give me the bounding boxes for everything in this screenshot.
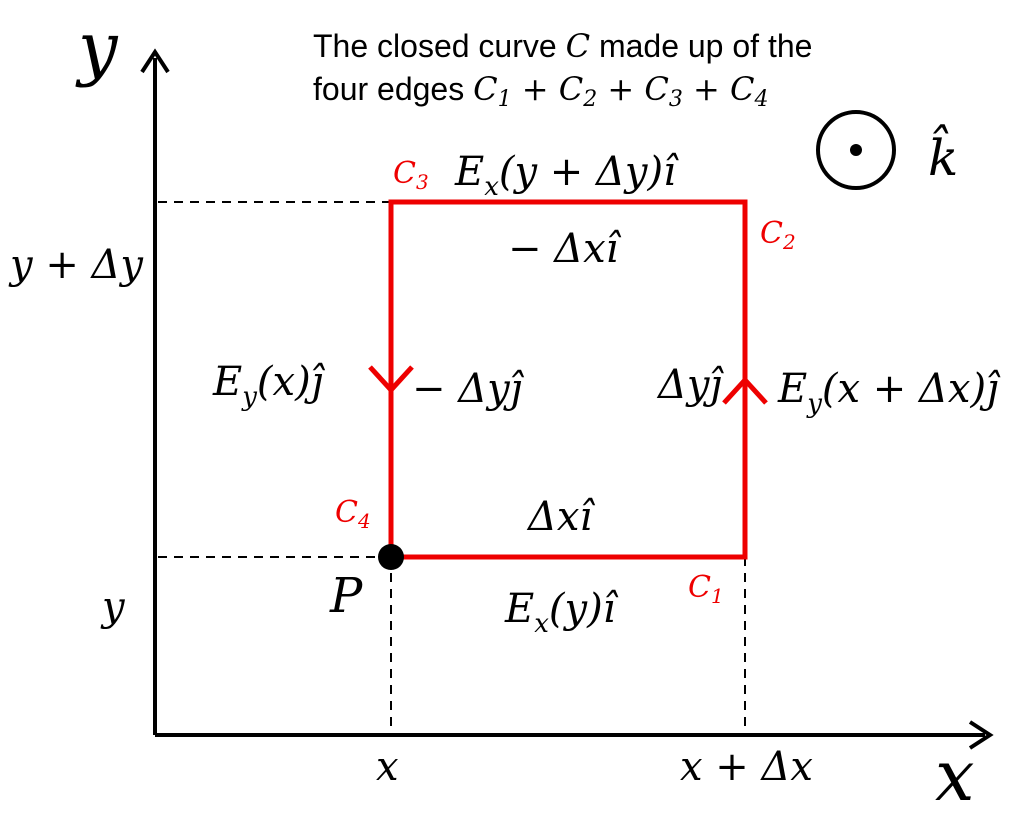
bottom-field-expression: Ex(y)î <box>504 586 619 639</box>
bottom-field-e: E <box>504 586 534 632</box>
top-field-expression: Ex(y + Δy)î <box>454 149 679 202</box>
caption-line-1: The closed curve C made up of the <box>313 27 812 65</box>
caption-edge-sub: 3 <box>669 87 683 112</box>
x-axis-arrowhead <box>968 720 994 750</box>
left-field-e: E <box>212 359 242 405</box>
corner-c1-sub: 1 <box>711 584 724 608</box>
right-field-sub: y <box>806 389 822 419</box>
left-field-expression: Ey(x)ĵ <box>212 359 326 412</box>
caption-edge-sub: 2 <box>582 87 597 112</box>
caption-line-2: four edges C1 + C2 + C3 + C4 <box>313 70 769 112</box>
k-hat-symbol: k̂ <box>816 110 958 190</box>
top-field-sub: x <box>484 172 499 202</box>
tick-y: y <box>100 584 126 630</box>
right-field-arg: (x + Δx) <box>822 366 986 412</box>
corner-label-c3: C3 <box>393 156 429 194</box>
caption-edge-c: C <box>730 70 754 108</box>
right-edge-up-arrow <box>722 376 768 405</box>
corner-c4-sub: 4 <box>357 509 371 533</box>
right-field-e: E <box>777 366 807 412</box>
caption-edge-c: C <box>644 70 668 108</box>
top-field-e: E <box>454 149 484 195</box>
caption-plus: + <box>597 70 644 108</box>
corner-c2-letter: C <box>760 216 783 251</box>
caption-edge-sub: 1 <box>498 87 512 112</box>
point-p-dot <box>378 544 404 570</box>
bottom-displacement: Δxî <box>526 494 595 540</box>
left-field-sub: y <box>241 382 257 412</box>
bottom-field-sub: x <box>534 609 549 639</box>
bottom-field-unit: î <box>603 586 619 632</box>
point-p-label: P <box>329 568 363 624</box>
y-axis-arrowhead <box>140 48 170 74</box>
top-displacement: − Δxî <box>508 226 622 272</box>
left-displacement: − Δyĵ <box>412 366 525 412</box>
out-of-page-dot-icon <box>850 144 862 156</box>
corner-c3-sub: 3 <box>416 170 429 194</box>
right-field-expression: Ey(x + Δx)ĵ <box>777 366 1001 419</box>
corner-c4-letter: C <box>335 495 358 530</box>
axes <box>140 48 994 750</box>
corner-label-c2: C2 <box>760 216 796 254</box>
left-edge-down-arrow <box>368 365 414 394</box>
corner-c2-sub: 2 <box>782 230 796 254</box>
guide-lines <box>158 201 746 733</box>
out-of-page-circle-icon <box>816 110 896 190</box>
x-axis-label: x <box>935 735 974 817</box>
caption-plus: + <box>512 70 559 108</box>
top-field-unit: î <box>663 149 679 195</box>
corner-c3-letter: C <box>393 156 416 191</box>
caption-line1-text: The closed curve <box>313 28 566 64</box>
tick-y-plus-dy: y + Δy <box>8 242 144 288</box>
caption-curve-symbol: C <box>566 27 590 65</box>
tick-x: x <box>376 744 399 790</box>
bottom-field-arg: (y) <box>549 586 603 632</box>
top-field-arg: (y + Δy) <box>499 149 663 195</box>
corner-c1-letter: C <box>688 570 711 605</box>
k-hat-label: k̂ <box>928 123 958 187</box>
tick-x-plus-dx: x + Δx <box>680 744 813 790</box>
caption-edge-c: C <box>473 70 497 108</box>
caption-edge-c: C <box>559 70 583 108</box>
corner-label-c4: C4 <box>335 495 371 533</box>
caption-line2-text: four edges <box>313 71 473 107</box>
y-axis-label: y <box>75 7 119 89</box>
caption-line1-end: made up of the <box>590 28 812 64</box>
corner-label-c1: C1 <box>688 570 724 608</box>
caption-plus: + <box>683 70 730 108</box>
right-displacement: Δyĵ <box>656 362 724 408</box>
caption-edge-sub: 4 <box>754 87 769 112</box>
left-field-arg: (x) <box>257 359 311 405</box>
